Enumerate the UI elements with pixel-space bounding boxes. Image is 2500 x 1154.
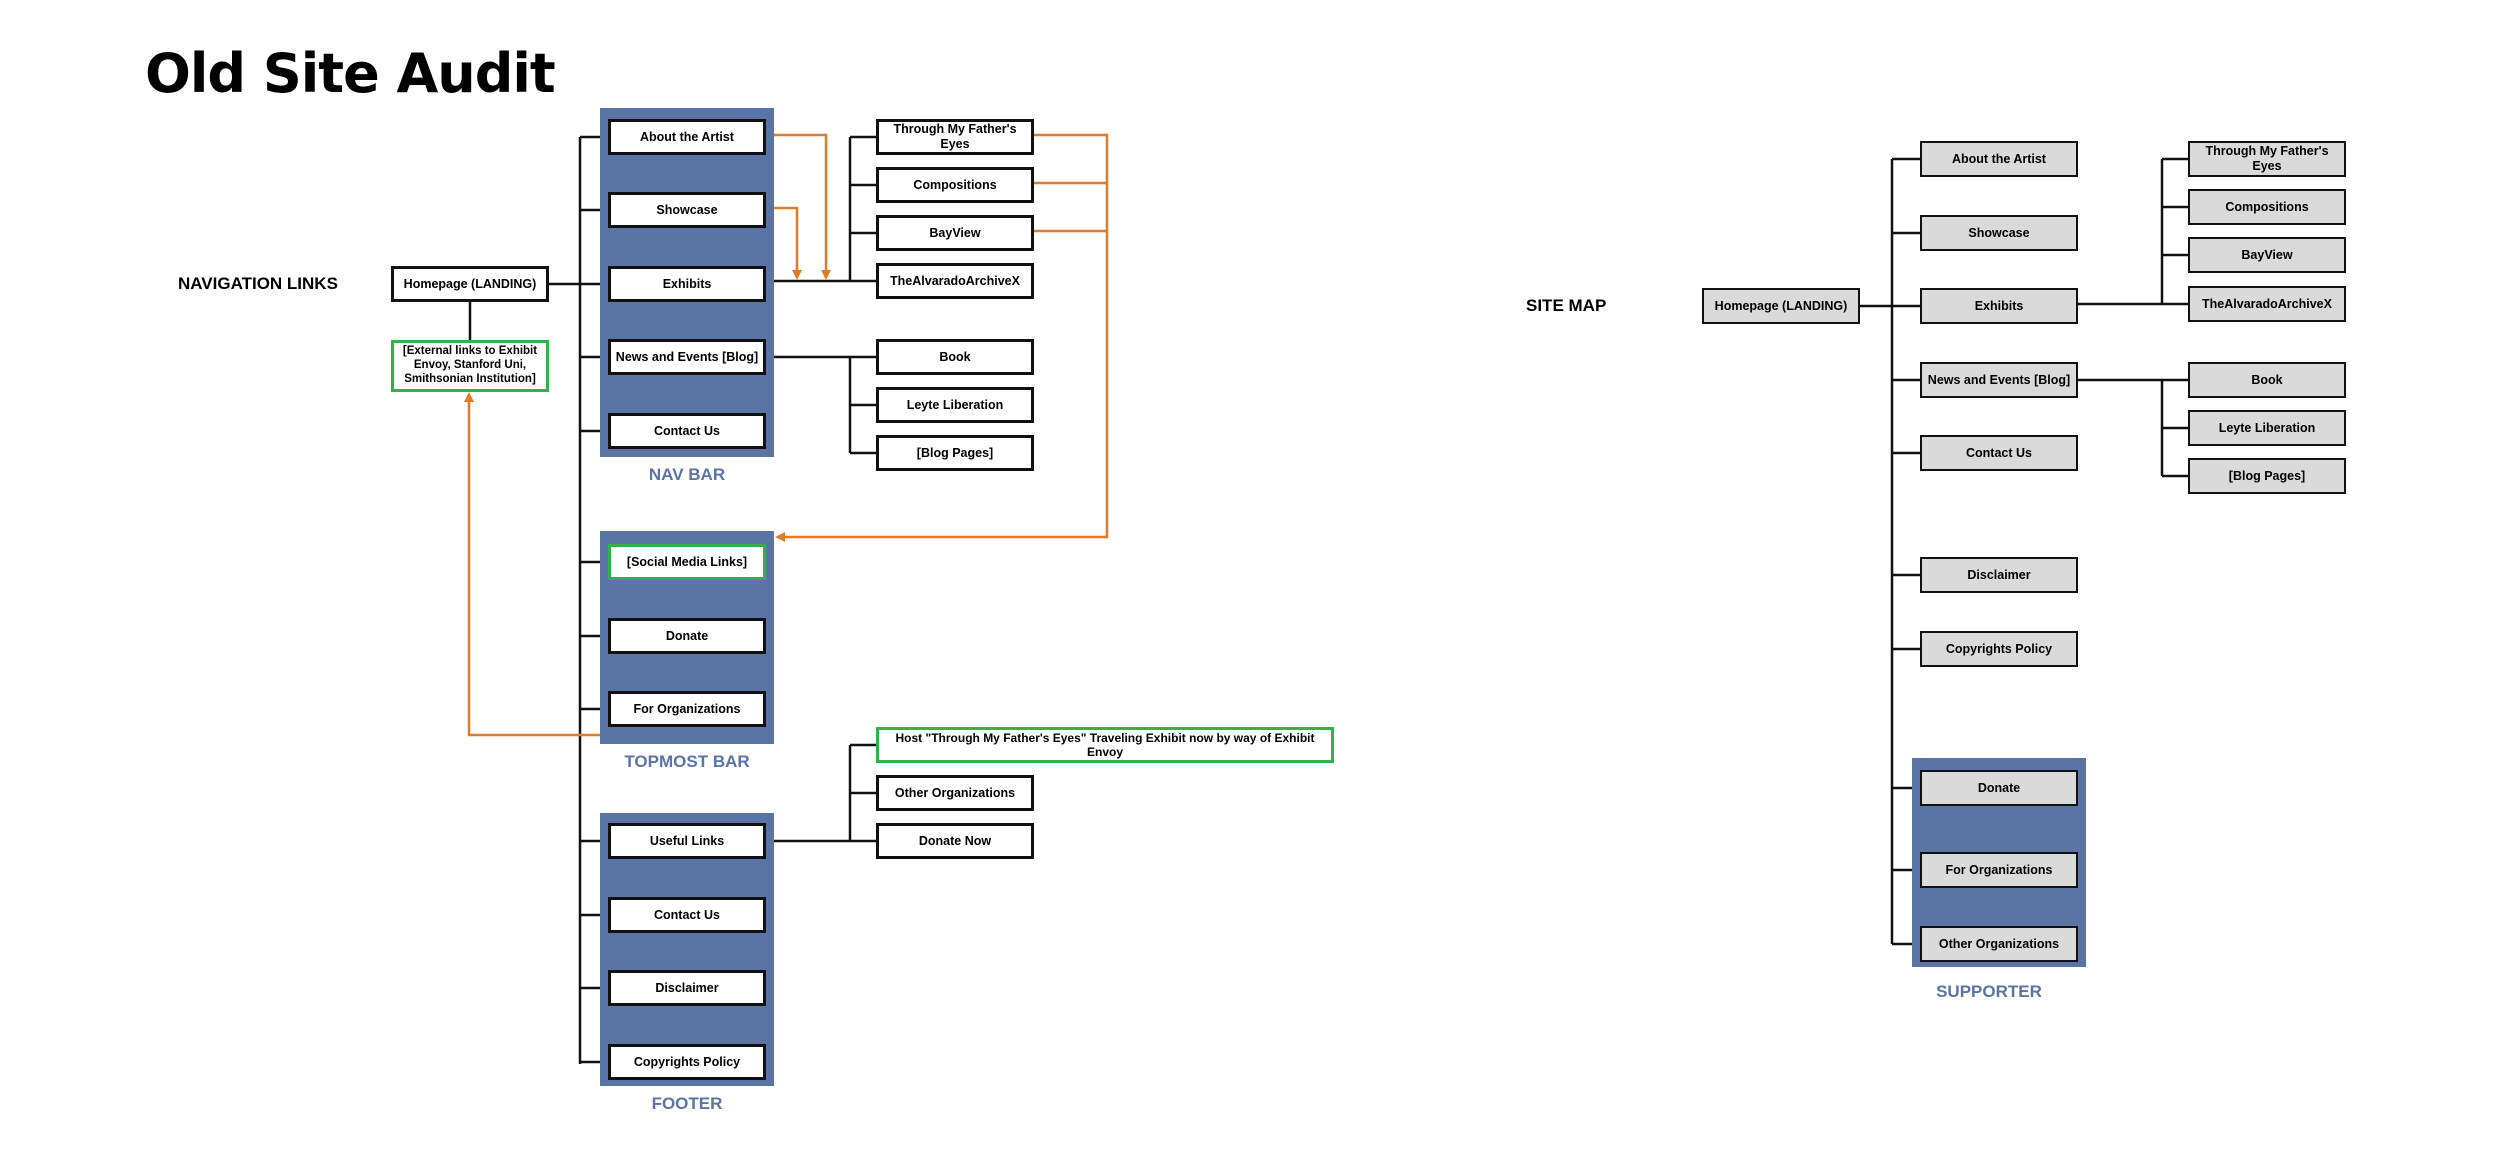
- sitemap-exhibit-bayview[interactable]: BayView: [2188, 237, 2346, 273]
- sitemap-item-disclaimer[interactable]: Disclaimer: [1920, 557, 2078, 593]
- sitemap-news-blog-pages[interactable]: [Blog Pages]: [2188, 458, 2346, 494]
- topmost-item-social-media-links[interactable]: [Social Media Links]: [608, 544, 766, 580]
- supporter-label: SUPPORTER: [1936, 982, 2042, 1001]
- sitemap-item-news-and-events[interactable]: News and Events [Blog]: [1920, 362, 2078, 398]
- sitemap-exhibit-through-my-fathers-eyes[interactable]: Through My Father's Eyes: [2188, 141, 2346, 177]
- supporter-item-donate[interactable]: Donate: [1920, 770, 2078, 806]
- sitemap-item-about-the-artist[interactable]: About the Artist: [1920, 141, 2078, 177]
- exhibit-bayview[interactable]: BayView: [876, 215, 1034, 251]
- nav-item-exhibits[interactable]: Exhibits: [608, 266, 766, 302]
- sitemap-news-leyte-liberation[interactable]: Leyte Liberation: [2188, 410, 2346, 446]
- sitemap-item-exhibits[interactable]: Exhibits: [1920, 288, 2078, 324]
- news-book[interactable]: Book: [876, 339, 1034, 375]
- sitemap-news-book[interactable]: Book: [2188, 362, 2346, 398]
- nav-item-about-the-artist[interactable]: About the Artist: [608, 119, 766, 155]
- footer-item-contact-us[interactable]: Contact Us: [608, 897, 766, 933]
- nav-bar-label: NAV BAR: [648, 465, 726, 484]
- useful-link-other-organizations[interactable]: Other Organizations: [876, 775, 1034, 811]
- topmost-item-for-organizations[interactable]: For Organizations: [608, 691, 766, 727]
- nav-item-showcase[interactable]: Showcase: [608, 192, 766, 228]
- supporter-item-other-organizations[interactable]: Other Organizations: [1920, 926, 2078, 962]
- external-links-node[interactable]: [External links to Exhibit Envoy, Stanfo…: [391, 340, 549, 392]
- sitemap-item-copyrights-policy[interactable]: Copyrights Policy: [1920, 631, 2078, 667]
- useful-link-host-exhibit[interactable]: Host "Through My Father's Eyes" Travelin…: [876, 727, 1334, 763]
- site-map-label: SITE MAP: [1526, 296, 1607, 315]
- exhibit-through-my-fathers-eyes[interactable]: Through My Father's Eyes: [876, 119, 1034, 155]
- sitemap-item-showcase[interactable]: Showcase: [1920, 215, 2078, 251]
- homepage-node[interactable]: Homepage (LANDING): [391, 266, 549, 302]
- topmost-bar-label: TOPMOST BAR: [624, 752, 750, 771]
- sitemap-exhibit-compositions[interactable]: Compositions: [2188, 189, 2346, 225]
- footer-item-copyrights-policy[interactable]: Copyrights Policy: [608, 1044, 766, 1080]
- topmost-item-donate[interactable]: Donate: [608, 618, 766, 654]
- nav-item-news-and-events[interactable]: News and Events [Blog]: [608, 339, 766, 375]
- sitemap-exhibit-alvarado-archive[interactable]: TheAlvaradoArchiveX: [2188, 286, 2346, 322]
- exhibit-compositions[interactable]: Compositions: [876, 167, 1034, 203]
- useful-link-donate-now[interactable]: Donate Now: [876, 823, 1034, 859]
- footer-item-disclaimer[interactable]: Disclaimer: [608, 970, 766, 1006]
- sitemap-item-contact-us[interactable]: Contact Us: [1920, 435, 2078, 471]
- navigation-links-label: NAVIGATION LINKS: [178, 274, 338, 293]
- supporter-item-for-organizations[interactable]: For Organizations: [1920, 852, 2078, 888]
- footer-item-useful-links[interactable]: Useful Links: [608, 823, 766, 859]
- nav-item-contact-us[interactable]: Contact Us: [608, 413, 766, 449]
- page-title: Old Site Audit: [145, 42, 556, 105]
- news-blog-pages[interactable]: [Blog Pages]: [876, 435, 1034, 471]
- sitemap-homepage-node[interactable]: Homepage (LANDING): [1702, 288, 1860, 324]
- news-leyte-liberation[interactable]: Leyte Liberation: [876, 387, 1034, 423]
- exhibit-alvarado-archive[interactable]: TheAlvaradoArchiveX: [876, 263, 1034, 299]
- footer-label: FOOTER: [651, 1094, 723, 1113]
